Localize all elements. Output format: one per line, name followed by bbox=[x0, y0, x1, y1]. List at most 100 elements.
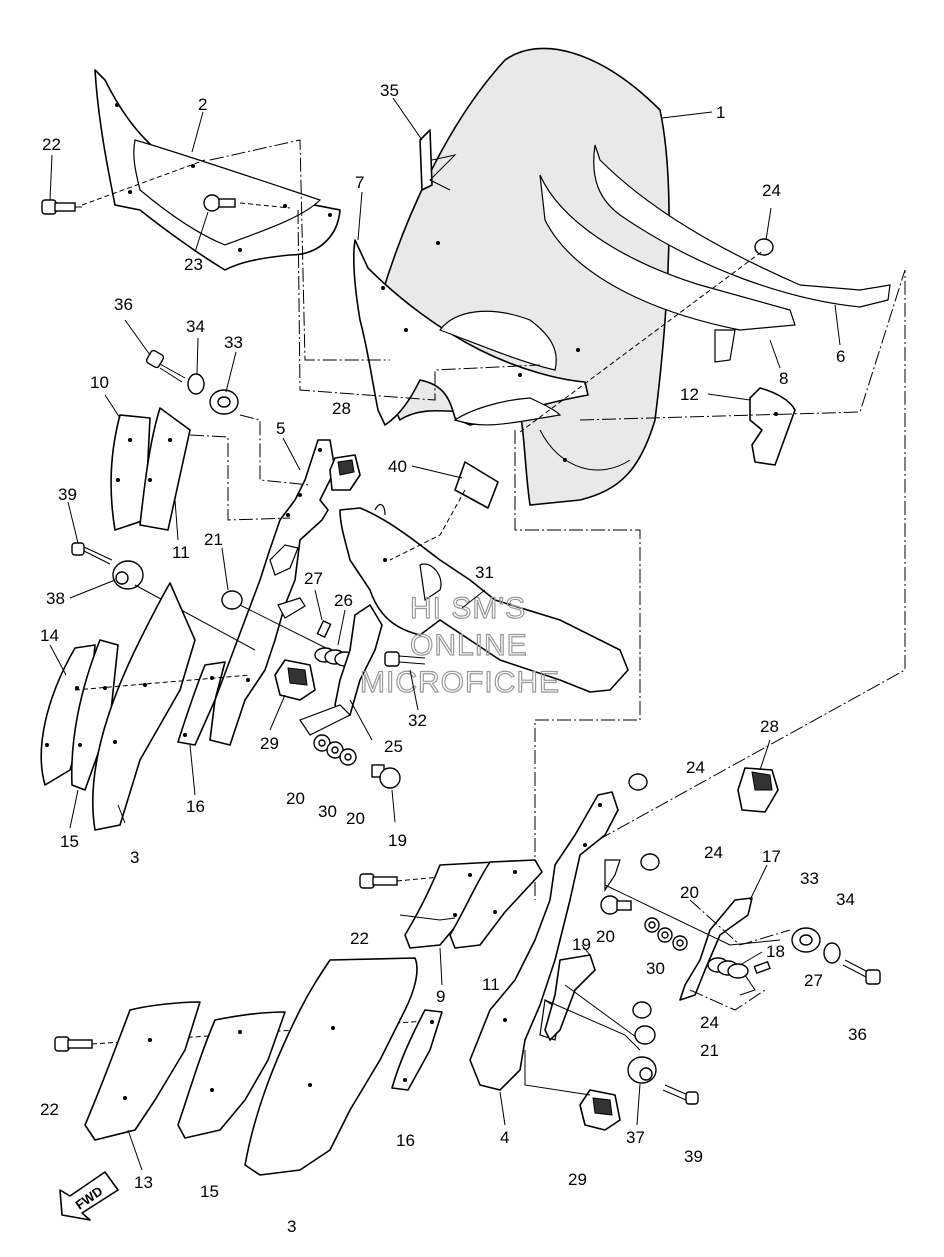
callout-leaders bbox=[49, 97, 841, 1171]
callout-28-right: 28 bbox=[760, 717, 779, 736]
callout-30-bottom: 30 bbox=[646, 959, 665, 978]
grommet-24-c bbox=[640, 853, 660, 871]
bracket-5 bbox=[209, 439, 336, 746]
latch-29-bottom bbox=[579, 1089, 621, 1131]
callout-34-top: 34 bbox=[186, 317, 205, 336]
callout-22-bottom: 22 bbox=[40, 1100, 59, 1119]
callout-22-mid: 22 bbox=[350, 929, 369, 948]
callout-37: 37 bbox=[626, 1128, 645, 1147]
callout-35: 35 bbox=[380, 81, 399, 100]
rear-stay bbox=[539, 144, 891, 363]
grommet-21-bottom bbox=[634, 1025, 656, 1045]
callout-20-a: 20 bbox=[286, 789, 305, 808]
callout-23: 23 bbox=[184, 255, 203, 274]
arm-19-bottom bbox=[544, 954, 596, 1041]
callout-6: 6 bbox=[836, 347, 845, 366]
bolt-19-bottom bbox=[600, 895, 632, 915]
callout-26: 26 bbox=[334, 591, 353, 610]
bolt-19-top bbox=[371, 764, 401, 789]
bolt-22-top bbox=[41, 199, 82, 215]
spring-18 bbox=[707, 957, 756, 996]
callout-30-top: 30 bbox=[318, 802, 337, 821]
callout-2: 2 bbox=[198, 95, 207, 114]
callout-33-bottom: 33 bbox=[800, 869, 819, 888]
rubber-28-top bbox=[329, 454, 361, 491]
screw-23 bbox=[203, 194, 236, 212]
callout-22-top: 22 bbox=[42, 135, 61, 154]
callout-20-d: 20 bbox=[596, 927, 615, 946]
callout-3-bottom: 3 bbox=[287, 1217, 296, 1236]
callout-10: 10 bbox=[90, 373, 109, 392]
callout-32: 32 bbox=[408, 711, 427, 730]
callout-27-bottom: 27 bbox=[804, 971, 823, 990]
bolt-39-top bbox=[71, 542, 113, 565]
rubber-28-right bbox=[737, 767, 779, 813]
callout-29-bottom: 29 bbox=[568, 1170, 587, 1189]
callout-4: 4 bbox=[500, 1128, 509, 1147]
center-bracket-31 bbox=[339, 503, 629, 693]
callout-36-bottom: 36 bbox=[848, 1025, 867, 1044]
callout-40: 40 bbox=[388, 457, 407, 476]
callout-11-top: 11 bbox=[172, 543, 190, 562]
callout-19-top: 19 bbox=[388, 831, 407, 850]
washer-20-b bbox=[339, 748, 357, 766]
bolt-39-bottom bbox=[662, 1084, 699, 1105]
clip-38 bbox=[112, 560, 144, 590]
inner-cover bbox=[353, 239, 589, 426]
panel-11-top bbox=[139, 407, 191, 531]
strip-16-top bbox=[177, 661, 226, 746]
callout-39-top: 39 bbox=[58, 485, 77, 504]
panel-10 bbox=[110, 414, 151, 531]
bolt-22-bottom bbox=[54, 1036, 93, 1052]
callout-20-b: 20 bbox=[346, 809, 365, 828]
clip-37 bbox=[627, 1056, 657, 1084]
callout-5: 5 bbox=[276, 419, 285, 438]
callout-25: 25 bbox=[384, 737, 403, 756]
callout-34-bottom: 34 bbox=[836, 890, 855, 909]
callout-20-c: 20 bbox=[680, 883, 699, 902]
callout-31: 31 bbox=[475, 563, 494, 582]
washer-20-c bbox=[644, 917, 660, 933]
panel-3-top bbox=[91, 582, 196, 831]
callout-15-bottom: 15 bbox=[200, 1182, 219, 1201]
callout-24-b: 24 bbox=[686, 758, 705, 777]
grommet-33-top bbox=[209, 389, 239, 415]
panel-13 bbox=[84, 1001, 201, 1141]
callout-11-bottom: 11 bbox=[482, 975, 500, 994]
watermark-line-3: MICROFICHE bbox=[360, 666, 560, 699]
watermark-line-2: ONLINE bbox=[410, 629, 528, 662]
pin-27-top bbox=[316, 620, 332, 638]
bolt-32 bbox=[384, 651, 426, 667]
callout-14: 14 bbox=[40, 626, 59, 645]
callout-12: 12 bbox=[680, 385, 699, 404]
washer-20-a bbox=[313, 734, 331, 752]
callout-36-top: 36 bbox=[114, 295, 133, 314]
collar-34-bottom bbox=[823, 942, 841, 964]
callout-33-top: 33 bbox=[224, 333, 243, 352]
callout-17: 17 bbox=[762, 847, 781, 866]
left-panel bbox=[94, 69, 341, 271]
callout-3-top: 3 bbox=[130, 848, 139, 867]
callout-28-top: 28 bbox=[332, 399, 351, 418]
panel-15-top bbox=[70, 639, 119, 791]
strip-16-bottom bbox=[391, 1009, 443, 1091]
callout-15-top: 15 bbox=[60, 832, 79, 851]
watermark-line-1: HI SM'S bbox=[410, 592, 526, 625]
callout-18: 18 bbox=[766, 942, 785, 961]
watermark: HI SM'S ONLINE MICROFICHE bbox=[359, 591, 560, 699]
callout-27-top: 27 bbox=[304, 569, 323, 588]
callout-24-c: 24 bbox=[704, 843, 723, 862]
callout-16-top: 16 bbox=[186, 797, 205, 816]
callout-19-bottom: 19 bbox=[572, 935, 591, 954]
panel-3-bottom bbox=[244, 957, 418, 1176]
callout-9: 9 bbox=[436, 987, 445, 1006]
grommet-21-top bbox=[221, 590, 243, 610]
side-bracket-right bbox=[749, 387, 796, 466]
callout-21-bottom: 21 bbox=[700, 1041, 719, 1060]
grommet-24-d bbox=[632, 1001, 652, 1019]
fwd-arrow-icon: FWD bbox=[59, 1171, 119, 1221]
pad-40 bbox=[454, 461, 499, 509]
lever-17 bbox=[604, 859, 753, 1001]
callout-38: 38 bbox=[46, 589, 65, 608]
callout-labels: 1 2 3 3 4 5 6 7 8 9 10 11 11 12 13 14 15… bbox=[40, 81, 867, 1236]
